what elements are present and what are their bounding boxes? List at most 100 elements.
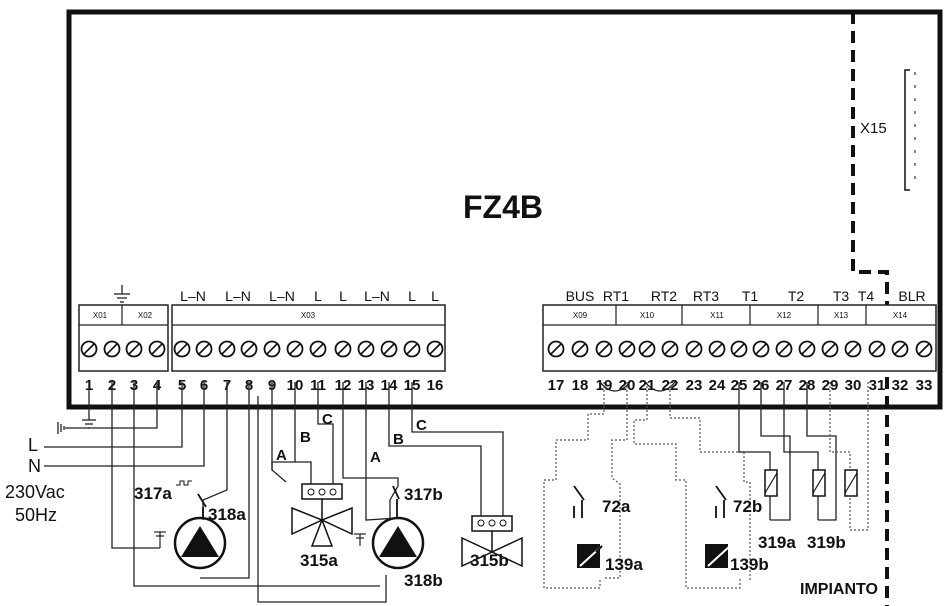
- terminal-screw-12: [334, 340, 352, 358]
- label-72a: 72a: [602, 497, 631, 516]
- label-318b: 318b: [404, 571, 443, 590]
- top-label-left-7: L: [408, 288, 416, 304]
- block-label-x13: X13: [834, 311, 849, 320]
- supply-frequency-label: 50Hz: [15, 505, 57, 525]
- block-housing-right: [542, 304, 937, 372]
- room-thermostat-72b-icon: [715, 485, 727, 518]
- top-label-rt2: RT2: [651, 288, 677, 304]
- label-318a: 318a: [208, 505, 246, 524]
- valve-315a: [291, 483, 353, 547]
- supply-wiring: [44, 382, 387, 603]
- terminal-screw-8: [240, 340, 258, 358]
- ground-318b-icon: [354, 533, 366, 546]
- label-317a: 317a: [134, 484, 172, 503]
- jumper-rt2-icon: [644, 381, 676, 392]
- label-72b: 72b: [733, 497, 762, 516]
- terminal-number-18: 18: [572, 377, 589, 394]
- terminal-number-16: 16: [427, 377, 444, 394]
- top-label-left-5: L: [339, 288, 347, 304]
- terminal-screw-15: [403, 340, 421, 358]
- valve-wiring: [271, 382, 504, 516]
- room-thermostat-72a-icon: [573, 485, 585, 518]
- block-housing-x01-x02: [78, 304, 169, 372]
- terminal-screw-6: [195, 340, 213, 358]
- terminal-screw-22: [661, 340, 679, 358]
- remote-control-139b-icon: [705, 544, 731, 568]
- block-label-x09: X09: [573, 311, 588, 320]
- label-319b: 319b: [807, 533, 846, 552]
- terminal-screw-9: [263, 340, 281, 358]
- x15-connector: [904, 69, 916, 191]
- sensor-319b-icon: [812, 469, 826, 497]
- terminal-screw-26: [752, 340, 770, 358]
- port-b1: B: [300, 429, 311, 446]
- terminal-screw-13: [357, 340, 375, 358]
- terminal-number-24: 24: [709, 377, 726, 394]
- block-label-x01: X01: [93, 311, 108, 320]
- terminal-screw-33: [915, 340, 933, 358]
- terminal-screw-16: [426, 340, 444, 358]
- top-label-blr: BLR: [898, 288, 925, 304]
- block-label-x10: X10: [640, 311, 655, 320]
- terminal-screw-23: [685, 340, 703, 358]
- sensor-319a-icon: [764, 469, 778, 497]
- terminal-screw-2: [103, 340, 121, 358]
- label-317b: 317b: [404, 485, 443, 504]
- jumper-rt1-icon: [599, 381, 631, 392]
- port-a1: A: [276, 447, 287, 464]
- pump-318b-icon: [371, 516, 425, 570]
- label-315b: 315b: [470, 551, 509, 570]
- terminal-screw-28: [798, 340, 816, 358]
- terminal-screw-30: [844, 340, 862, 358]
- thermostat-317b-icon: [392, 485, 400, 518]
- impianto-label: IMPIANTO: [800, 581, 878, 598]
- port-b2: B: [393, 431, 404, 448]
- terminal-number-32: 32: [892, 377, 909, 394]
- top-label-left-4: L: [314, 288, 322, 304]
- terminal-screw-18: [571, 340, 589, 358]
- terminal-screw-24: [708, 340, 726, 358]
- terminal-screw-11: [309, 340, 327, 358]
- terminal-number-30: 30: [845, 377, 862, 394]
- top-label-left-6: L–N: [364, 288, 390, 304]
- terminal-screw-7: [218, 340, 236, 358]
- top-label-t4: T4: [858, 288, 875, 304]
- valve-315b: [461, 515, 523, 568]
- block-label-x14: X14: [893, 311, 908, 320]
- top-label-bus: BUS: [566, 288, 595, 304]
- terminal-number-23: 23: [686, 377, 703, 394]
- terminal-number-29: 29: [822, 377, 839, 394]
- port-c1: C: [322, 411, 333, 428]
- label-139b: 139b: [730, 555, 769, 574]
- terminal-number-21: 21: [639, 377, 656, 394]
- top-label-t2: T2: [788, 288, 805, 304]
- sensor-t4-icon: [844, 469, 858, 497]
- terminal-screw-27: [775, 340, 793, 358]
- terminal-number-33: 33: [916, 377, 933, 394]
- terminal-screw-3: [125, 340, 143, 358]
- terminal-number-17: 17: [548, 377, 565, 394]
- terminal-screw-21: [638, 340, 656, 358]
- top-label-left-2: L–N: [225, 288, 251, 304]
- supply-l-label: L: [28, 435, 38, 455]
- top-label-rt3: RT3: [693, 288, 719, 304]
- supply-voltage-label: 230Vac: [5, 482, 65, 502]
- earth-terminal-icon: [57, 419, 96, 434]
- port-c2: C: [416, 417, 427, 434]
- terminal-screw-4: [148, 340, 166, 358]
- top-label-left-1: L–N: [180, 288, 206, 304]
- room-thermostat-wiring: [543, 382, 751, 589]
- terminal-screw-20: [618, 340, 636, 358]
- top-label-t3: T3: [833, 288, 850, 304]
- terminal-screw-10: [286, 340, 304, 358]
- terminal-screw-25: [730, 340, 748, 358]
- x15-label: X15: [860, 120, 887, 137]
- pump-318a: [173, 516, 227, 570]
- terminal-screw-19: [595, 340, 613, 358]
- terminal-screw-14: [380, 340, 398, 358]
- block-label-x11: X11: [710, 311, 724, 320]
- label-139a: 139a: [605, 555, 643, 574]
- block-label-x03: X03: [301, 311, 316, 320]
- thermostat-317a-icon: [197, 493, 207, 518]
